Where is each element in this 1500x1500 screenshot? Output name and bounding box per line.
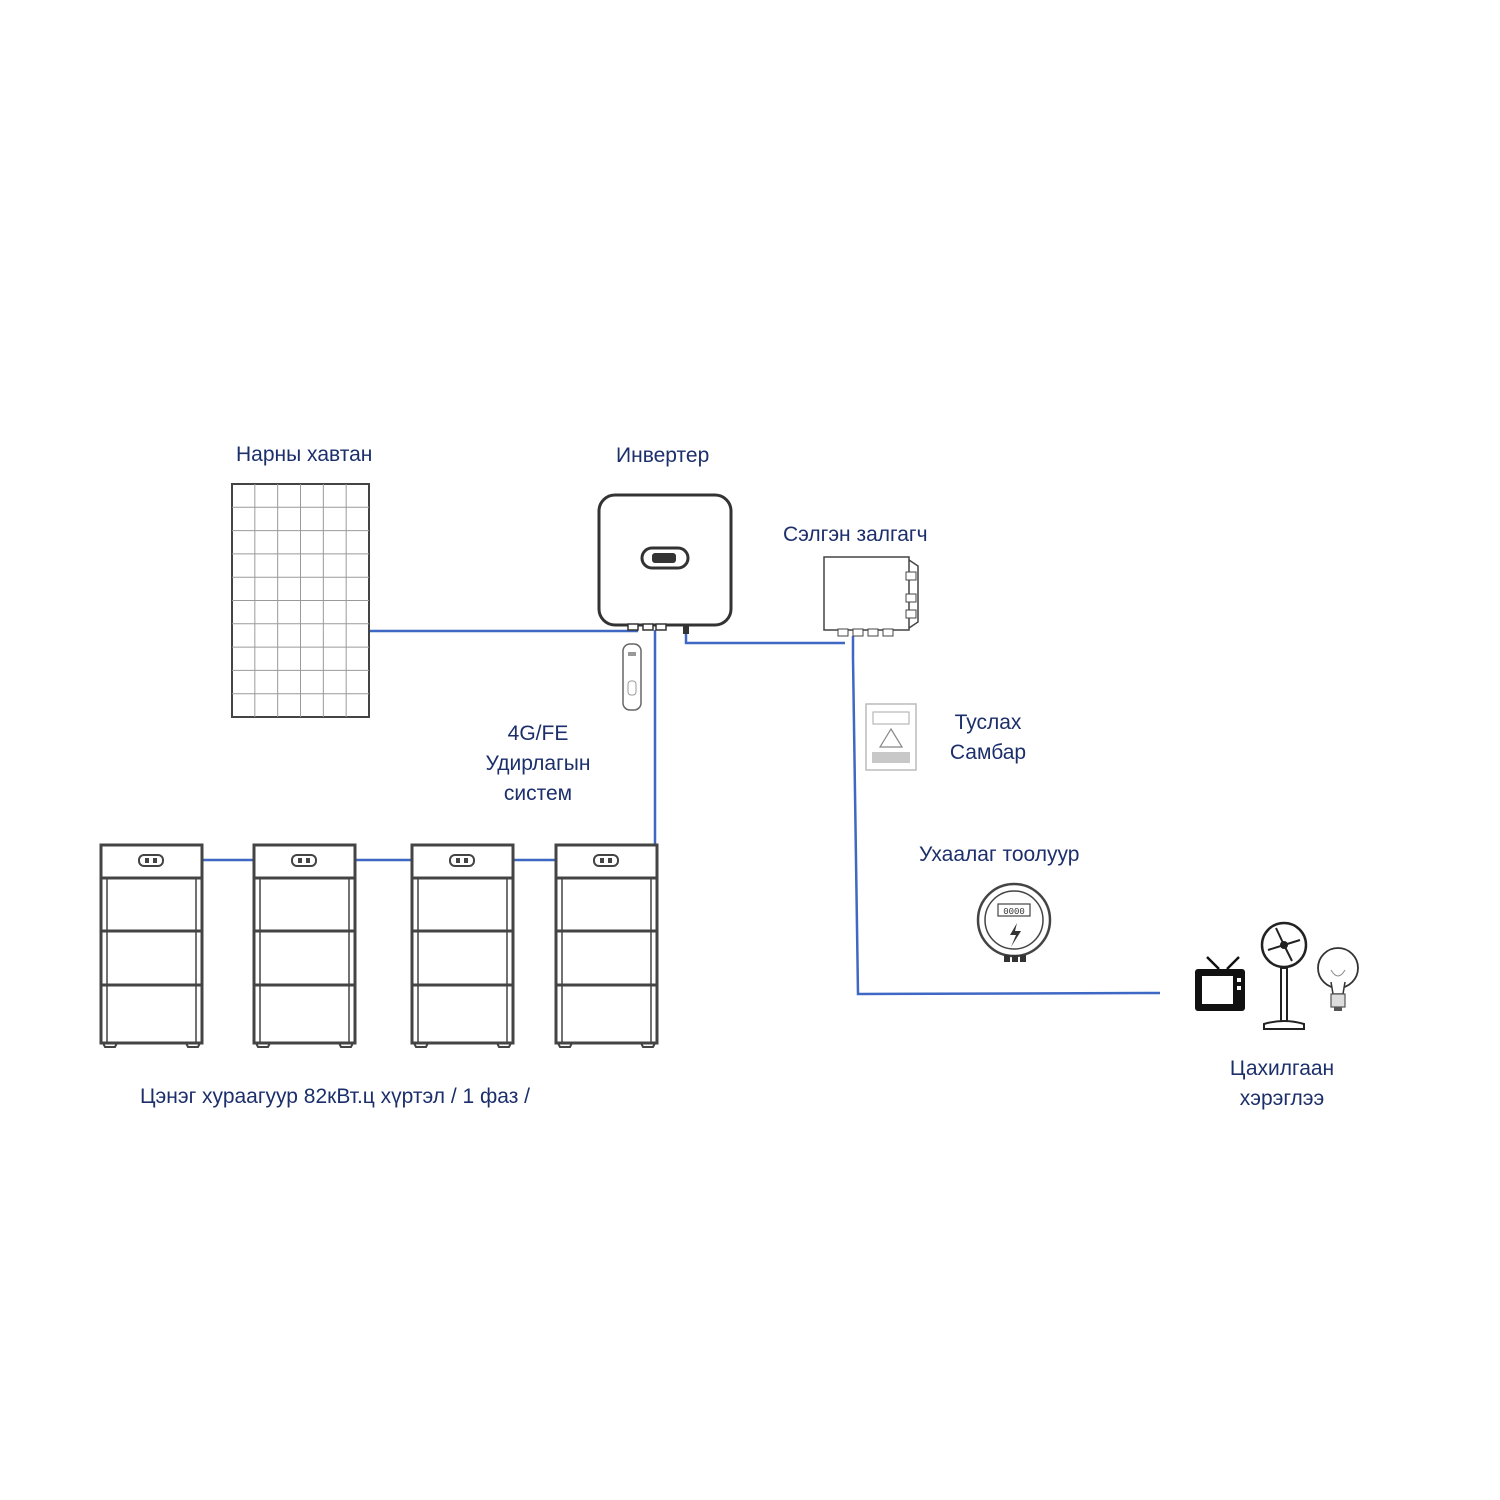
battery-icon (99, 843, 204, 1048)
tv-icon (1195, 956, 1245, 1011)
solar-panel-label: Нарны хавтан (236, 443, 373, 466)
meter-display-text: 0000 (1003, 907, 1025, 917)
battery-icon (252, 843, 357, 1048)
aux-panel-label-line-1: Туслах (954, 711, 1022, 734)
control-system-label: 4G/FE Удирлагын систем (486, 719, 591, 809)
battery-icon (410, 843, 515, 1048)
aux-panel-label-line-2: Самбар (949, 741, 1027, 764)
smart-meter-label: Ухаалаг тоолуур (919, 843, 1080, 866)
fan-icon (1260, 921, 1308, 1030)
inverter-icon (597, 493, 733, 634)
dongle-icon (622, 643, 642, 711)
control-system-label-line-2: Удирлагын (485, 752, 591, 775)
appliances-label-line-1: Цахилгаан (1229, 1057, 1335, 1080)
wires (201, 629, 1161, 996)
wire-inverter-switch (684, 632, 845, 645)
battery-icon (554, 843, 659, 1048)
switch-label: Сэлгэн залгагч (783, 523, 928, 546)
aux-panel-label: Туслах Самбар (950, 708, 1026, 768)
bulb-icon (1317, 947, 1359, 1011)
battery-label: Цэнэг хураагуур 82кВт.ц хүртэл / 1 фаз / (140, 1085, 531, 1108)
switch-box-icon (823, 556, 919, 637)
battery-group (99, 843, 659, 1048)
inverter-label: Инвертер (616, 444, 710, 467)
control-system-label-line-1: 4G/FE (507, 722, 569, 745)
solar-panel-icon (231, 483, 370, 718)
appliances-label: Цахилгаан хэрэглээ (1230, 1054, 1334, 1114)
smart-meter-icon: 0000 (976, 882, 1052, 962)
aux-panel-icon (865, 703, 917, 771)
appliances-label-line-2: хэрэглээ (1239, 1087, 1325, 1110)
control-system-label-line-3: систем (503, 782, 573, 805)
wire-switch-appliances (851, 636, 1161, 996)
